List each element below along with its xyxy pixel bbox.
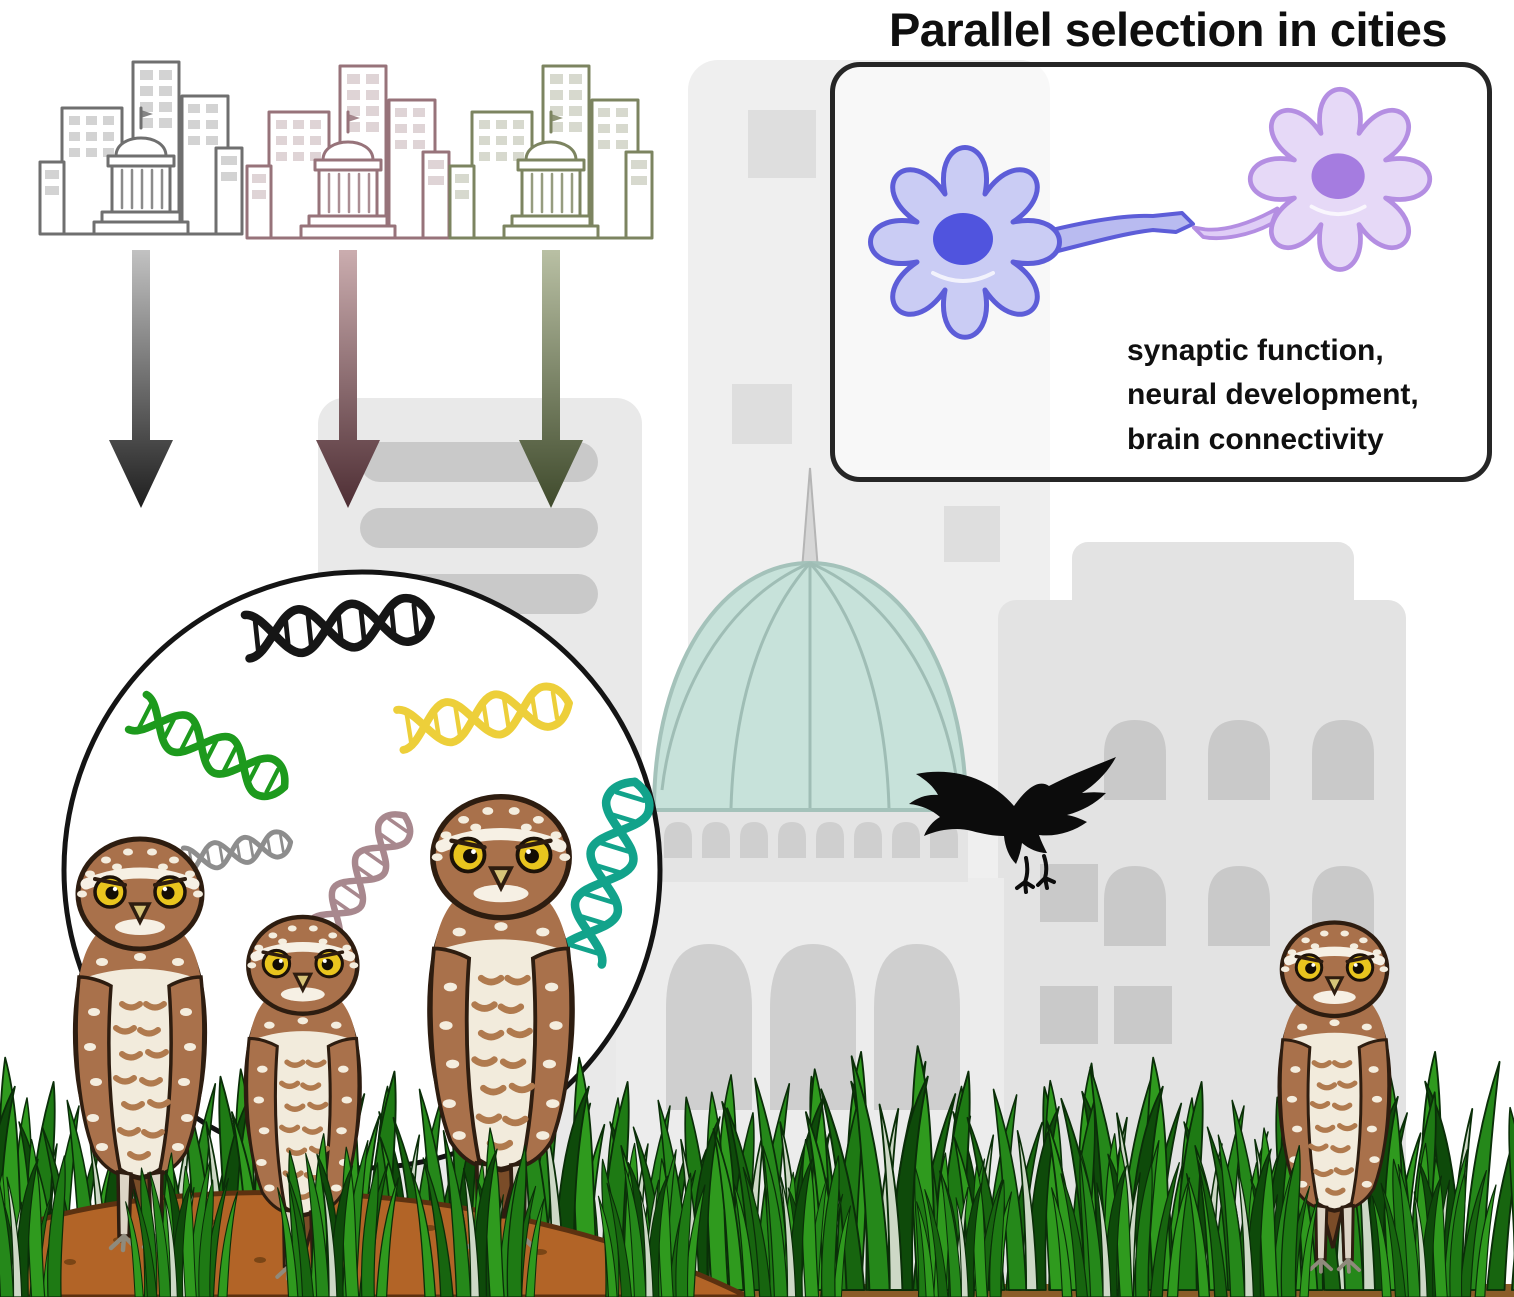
flying-bird bbox=[909, 757, 1116, 894]
neuron-caption: synaptic function, neural development, b… bbox=[1127, 329, 1419, 462]
city-mauve-icon bbox=[245, 64, 451, 240]
dendrite bbox=[1191, 206, 1280, 241]
city-olive-icon bbox=[448, 64, 654, 240]
neuron-right bbox=[1191, 89, 1430, 269]
nucleus-left bbox=[933, 213, 993, 265]
axon bbox=[1038, 211, 1195, 257]
neuron-left bbox=[871, 148, 1195, 338]
caption-line-1: synaptic function, bbox=[1127, 334, 1384, 367]
neurons-artwork bbox=[835, 67, 1487, 477]
caption-line-3: brain connectivity bbox=[1127, 422, 1384, 456]
bird-body bbox=[909, 757, 1116, 864]
arrow-gray-icon bbox=[109, 250, 173, 508]
caption-line-2: neural development, bbox=[1127, 378, 1419, 412]
nucleus-right bbox=[1311, 153, 1365, 199]
city-gray-icon bbox=[38, 60, 244, 236]
page-title: Parallel selection in cities bbox=[888, 3, 1448, 56]
neuron-annotation-box: synaptic function, neural development, b… bbox=[830, 62, 1492, 482]
source-cities bbox=[38, 60, 654, 240]
